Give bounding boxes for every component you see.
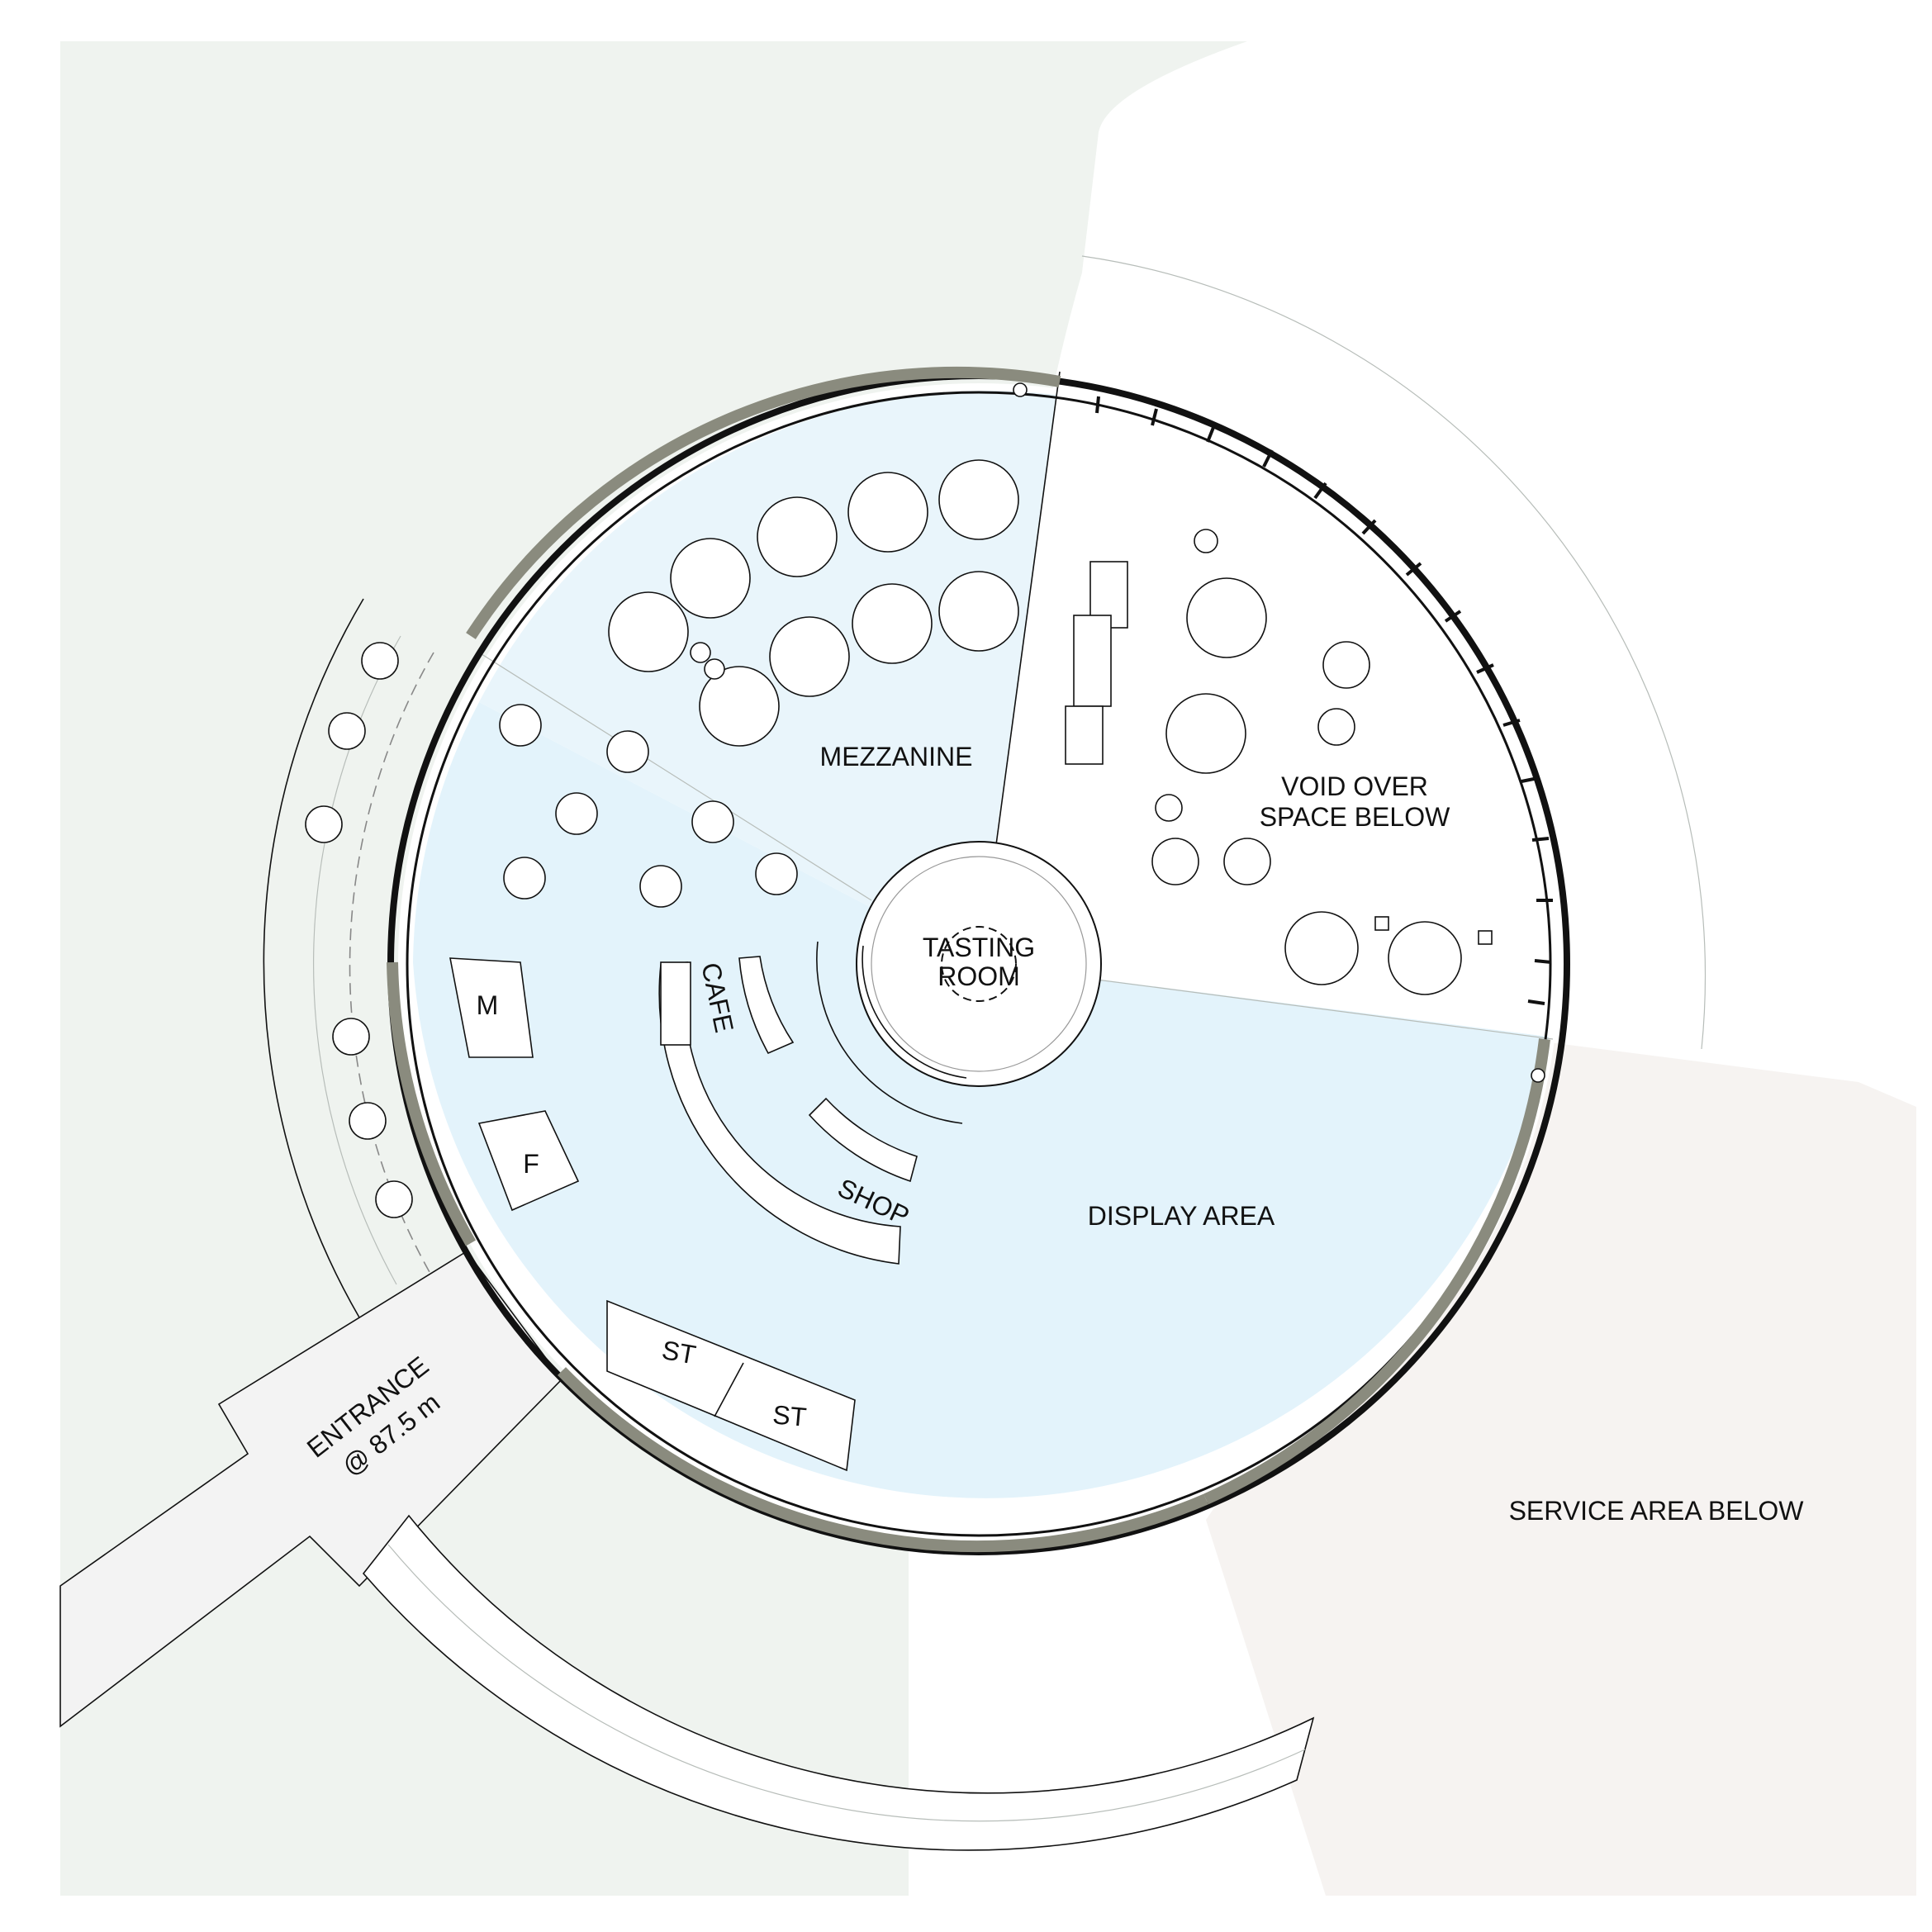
display-label: DISPLAY AREA	[1088, 1201, 1275, 1231]
stair	[816, 941, 967, 1124]
room-f-label: F	[523, 1149, 539, 1179]
service-rooms	[449, 957, 856, 1472]
outer-wall	[387, 366, 1550, 1553]
terrace-tables	[305, 642, 413, 1218]
room-m-label: M	[477, 990, 499, 1020]
void-label-line1: VOID OVER	[1281, 771, 1428, 801]
mezzanine-label: MEZZANINE	[820, 742, 973, 771]
tasting-label-line1: TASTING	[923, 933, 1035, 962]
display-floor	[413, 702, 1549, 1498]
entrance-path	[59, 1250, 563, 1728]
room-st1-label: ST	[660, 1335, 699, 1370]
window-ticks	[1095, 396, 1553, 1005]
walkway	[362, 1514, 1315, 1851]
mezzanine-tables	[608, 459, 1019, 747]
tasting-label-line2: ROOM	[938, 961, 1020, 991]
room-st2-label: ST	[771, 1399, 808, 1431]
service-label: SERVICE AREA BELOW	[1509, 1496, 1805, 1526]
service-area	[1206, 1041, 1916, 1896]
void-label-line2: SPACE BELOW	[1260, 802, 1450, 832]
cafe-tables	[499, 704, 798, 908]
counters	[658, 956, 918, 1265]
tasting-room	[856, 841, 1102, 1087]
void-sector	[979, 395, 1554, 1037]
void-equipment	[1065, 529, 1493, 995]
